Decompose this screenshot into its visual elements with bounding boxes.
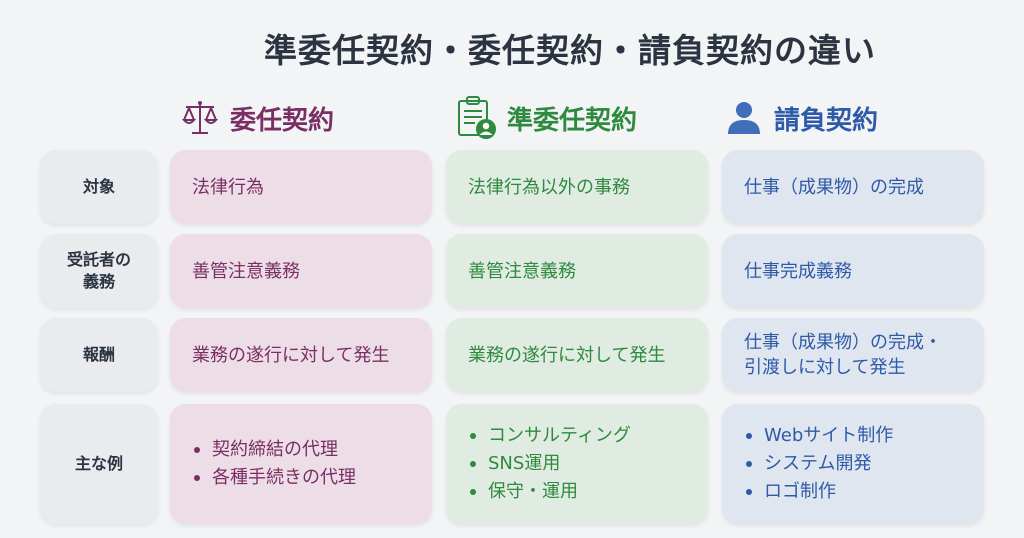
cell-inin-target: 法律行為: [170, 150, 432, 224]
column-header-ukeoi: 請負契約: [724, 92, 878, 144]
cell-jun-inin-obligation: 善管注意義務: [446, 234, 708, 308]
row-label-examples: 主な例: [40, 404, 158, 524]
list-item: システム開発: [744, 450, 893, 478]
cell-ukeoi-compensation: 仕事（成果物）の完成・ 引渡しに対して発生: [722, 318, 984, 392]
list-item: 保守・運用: [468, 478, 631, 506]
scales-icon: [181, 101, 219, 134]
cell-jun-inin-compensation: 業務の遂行に対して発生: [446, 318, 708, 392]
list-item: 各種手続きの代理: [192, 464, 356, 492]
column-label-jun-inin: 準委任契約: [507, 105, 638, 136]
row-label-obligation: 受託者の 義務: [40, 234, 158, 308]
page-title: 準委任契約・委任契約・請負契約の違い: [264, 31, 876, 70]
cell-ukeoi-examples: Webサイト制作 システム開発 ロゴ制作: [722, 404, 984, 524]
cell-ukeoi-obligation: 仕事完成義務: [722, 234, 984, 308]
list-item: ロゴ制作: [744, 478, 893, 506]
cell-ukeoi-compensation-line2: 引渡しに対して発生: [744, 357, 906, 378]
row-label-obligation-line2: 義務: [82, 272, 115, 291]
cell-ukeoi-target: 仕事（成果物）の完成: [722, 150, 984, 224]
cell-jun-inin-target: 法律行為以外の事務: [446, 150, 708, 224]
list-item: 契約締結の代理: [192, 436, 356, 464]
column-header-inin: 委任契約: [180, 92, 334, 144]
example-list-inin: 契約締結の代理 各種手続きの代理: [192, 436, 356, 492]
column-label-ukeoi: 請負契約: [774, 105, 879, 136]
cell-jun-inin-examples: コンサルティング SNS運用 保守・運用: [446, 404, 708, 524]
list-item: SNS運用: [468, 450, 631, 478]
cell-ukeoi-compensation-line1: 仕事（成果物）の完成・: [744, 332, 942, 353]
list-item: コンサルティング: [468, 422, 631, 450]
row-label-compensation: 報酬: [40, 318, 158, 392]
cell-inin-obligation: 善管注意義務: [170, 234, 432, 308]
list-item: Webサイト制作: [744, 422, 893, 450]
example-list-ukeoi: Webサイト制作 システム開発 ロゴ制作: [744, 422, 893, 506]
person-icon: [728, 102, 760, 134]
cell-inin-examples: 契約締結の代理 各種手続きの代理: [170, 404, 432, 524]
column-header-jun-inin: 準委任契約: [455, 92, 637, 144]
column-label-inin: 委任契約: [230, 105, 335, 136]
row-label-target: 対象: [40, 150, 158, 224]
example-list-jun-inin: コンサルティング SNS運用 保守・運用: [468, 422, 631, 506]
cell-inin-compensation: 業務の遂行に対して発生: [170, 318, 432, 392]
clipboard-user-icon: [458, 96, 496, 139]
row-label-obligation-line1: 受託者の: [66, 250, 131, 269]
